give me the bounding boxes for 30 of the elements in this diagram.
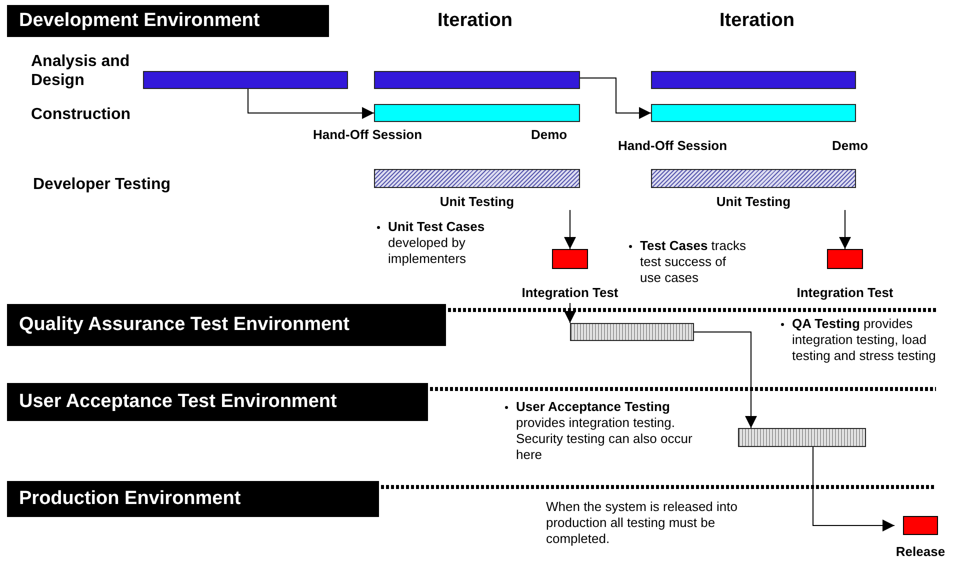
environment-header: Quality Assurance Test Environment [7, 304, 446, 346]
milestone-label: Demo [832, 138, 868, 153]
arrow [248, 88, 374, 119]
bar-label: Release [894, 544, 946, 560]
environment-header: Production Environment [7, 481, 379, 517]
row-label: Analysis and Design [31, 52, 131, 90]
iteration-title: Iteration [718, 10, 796, 32]
milestone-label: Hand-Off Session [618, 138, 728, 153]
note-text: Unit Test Cases developed by implementers [388, 219, 486, 267]
bar-label: Unit Testing [715, 194, 792, 210]
milestone-label: Demo [531, 127, 568, 142]
bar-label: Integration Test [520, 285, 620, 301]
arrow [812, 446, 895, 532]
arrow [694, 332, 757, 428]
arrow [564, 302, 576, 324]
bar-label: Unit Testing [438, 194, 516, 210]
note-text: User Acceptance Testing provides integration testing. Security testing can also occur here [516, 399, 694, 463]
row-label: Developer Testing [33, 175, 171, 194]
arrow [580, 78, 652, 119]
environment-header: User Acceptance Test Environment [7, 383, 428, 421]
bar-label: Integration Test [796, 285, 894, 301]
iteration-title: Iteration [436, 10, 514, 32]
environment-header: Development Environment [7, 5, 329, 37]
note-text: Test Cases tracks test success of use cases [640, 238, 747, 286]
note-text: When the system is released into production all testing must be completed. [546, 499, 738, 547]
note-text: QA Testing provides integration testing, load testing and stress testing [792, 316, 937, 364]
arrow [839, 210, 851, 250]
milestone-label: Hand-Off Session [313, 127, 422, 142]
row-label: Construction [31, 105, 131, 124]
arrow [564, 210, 576, 250]
